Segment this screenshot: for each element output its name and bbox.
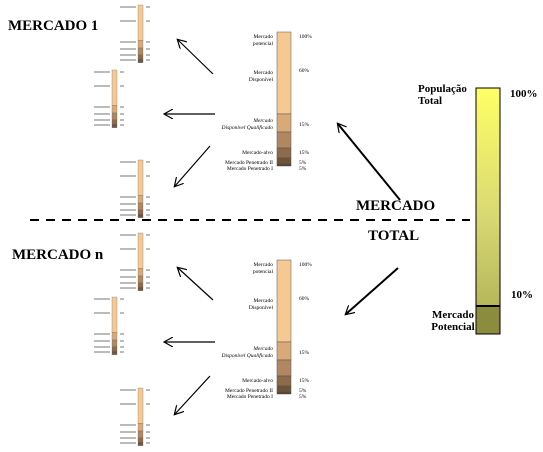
market-n-bar-segment-1	[276, 259, 292, 343]
market-n-mini-bar-2-segment-6	[111, 353, 118, 355]
market-n-mini-bar-1-segment-4	[137, 282, 144, 288]
market-1-bar-segment-6	[276, 163, 292, 167]
market-1-mini-bar-1	[120, 4, 150, 63]
market-1-mini-bar-3-segment-5	[137, 214, 144, 217]
market-1-bar-segment-5	[276, 157, 292, 165]
market-n-bar-label-6: Mercado Penetrado I	[227, 394, 273, 400]
market-n-mini-bar-2-segment-1	[111, 296, 118, 333]
market-1-heading: MERCADO 1	[8, 18, 99, 34]
total-market-heading: MERCADO	[356, 198, 436, 214]
market-n-bar-segment-4	[276, 375, 292, 387]
total-market-heading-line2: TOTAL	[368, 228, 420, 244]
market-n-mini-bar-1-segment-1	[137, 232, 144, 269]
market-n-bar-percent-5: 5%	[299, 388, 307, 394]
market-n-mini-bar-3-segment-1	[137, 387, 144, 424]
total-population-label: População Total	[418, 83, 467, 107]
market-n-mini-bar-1-segment-2	[137, 268, 144, 277]
potential-market-percent: 10%	[511, 289, 533, 301]
arrow-market-n-to-mini-3	[175, 375, 211, 414]
potential-market-label: Mercado Potencial	[431, 309, 475, 333]
market-n-heading: MERCADO n	[12, 247, 104, 263]
market-n-mini-bar-3-segment-4	[137, 437, 144, 443]
market-1-bar-label-5: Mercado Penetrado II	[225, 160, 273, 166]
market-n-mini-bar-2-segment-4	[111, 346, 118, 352]
market-1-mini-bar-1-segment-2	[137, 40, 144, 49]
arrow-market-1-to-mini-3	[175, 145, 211, 186]
market-n-bar-percent-1: 100%	[299, 262, 312, 268]
market-1-bar-percent-4: 15%	[299, 150, 310, 156]
market-n-mini-bar-3-segment-3	[137, 430, 144, 439]
market-1-bar-segment-1	[276, 31, 292, 115]
potential-market-segment	[475, 305, 501, 335]
market-1-mini-bar-2-segment-4	[111, 119, 118, 125]
market-1-mini-bar-2-segment-6	[111, 126, 118, 128]
market-n-mini-bar-2-segment-5	[111, 351, 118, 354]
market-1-bar-segment-3	[276, 131, 292, 149]
market-1-mini-bar-2-segment-5	[111, 124, 118, 127]
market-n-mini-bar-1-segment-5	[137, 287, 144, 290]
market-n-bar-percent-6: 5%	[299, 394, 307, 400]
market-n-bar-segment-6	[276, 391, 292, 395]
market-n-bar-percent-2: 60%	[299, 296, 310, 302]
market-n-bar-percent-4: 15%	[299, 378, 310, 384]
market-n-mini-bar-1-segment-3	[137, 275, 144, 284]
market-1-bar-percent-3: 15%	[299, 122, 310, 128]
market-n-mini-bar-2-segment-2	[111, 332, 118, 341]
market-n-mini-bar-2-segment-3	[111, 339, 118, 348]
market-1-bar-label-6: Mercado Penetrado I	[227, 166, 273, 172]
market-n-bar-label-4: Mercado-alvo	[242, 378, 273, 384]
market-n-bar-percent-3: 15%	[299, 350, 310, 356]
market-1-mini-bar-3-segment-3	[137, 202, 144, 211]
market-n-mini-bar-3-segment-2	[137, 423, 144, 432]
market-1-mini-bar-1-segment-1	[137, 4, 144, 41]
market-1-mini-bar-2-segment-3	[111, 112, 118, 121]
market-n-mini-bar-1	[120, 232, 150, 291]
market-n-bar-segment-3	[276, 359, 292, 377]
market-1-mini-bar-1-segment-3	[137, 47, 144, 56]
market-1-bar-label-4: Mercado-alvo	[242, 150, 273, 156]
market-n-mini-bar-3-segment-6	[137, 444, 144, 446]
market-1-mini-bar-1-segment-5	[137, 59, 144, 62]
market-1-mini-bar-3-segment-2	[137, 195, 144, 204]
market-1-mini-bar-3-segment-6	[137, 216, 144, 218]
arrow-market-n-to-mini-1	[178, 268, 214, 301]
market-n-bar-label-5: Mercado Penetrado II	[225, 388, 273, 394]
market-1-mini-bar-3-segment-4	[137, 209, 144, 215]
market-1-mini-bar-2-segment-1	[111, 69, 118, 106]
market-1-mini-bar-2-segment-2	[111, 105, 118, 114]
market-1-bar-percent-6: 5%	[299, 166, 307, 172]
market-n-bar-segment-5	[276, 385, 292, 393]
arrow-market-1-to-mini-1	[178, 40, 214, 75]
market-n-mini-bar-2	[94, 296, 124, 355]
market-1-bar-segment-2	[276, 113, 292, 133]
arrow-total-to-market-1	[338, 124, 401, 201]
market-n-mini-bar-3-segment-5	[137, 442, 144, 445]
market-n-mini-bar-3	[120, 387, 150, 446]
market-1-bar-percent-1: 100%	[299, 34, 312, 40]
market-n-mini-bar-1-segment-6	[137, 289, 144, 291]
market-1-mini-bar-2	[94, 69, 124, 128]
market-1-bar-segment-4	[276, 147, 292, 159]
market-1-bar-percent-5: 5%	[299, 160, 307, 166]
total-population-bar	[475, 87, 501, 335]
market-1-bar-percent-2: 60%	[299, 68, 310, 74]
total-population-percent: 100%	[510, 88, 538, 100]
arrow-total-to-market-n	[346, 267, 399, 314]
market-1-mini-bar-3-segment-1	[137, 159, 144, 196]
market-1-mini-bar-3	[120, 159, 150, 218]
market-1-mini-bar-1-segment-4	[137, 54, 144, 60]
market-n-bar-segment-2	[276, 341, 292, 361]
market-1-mini-bar-1-segment-6	[137, 61, 144, 63]
